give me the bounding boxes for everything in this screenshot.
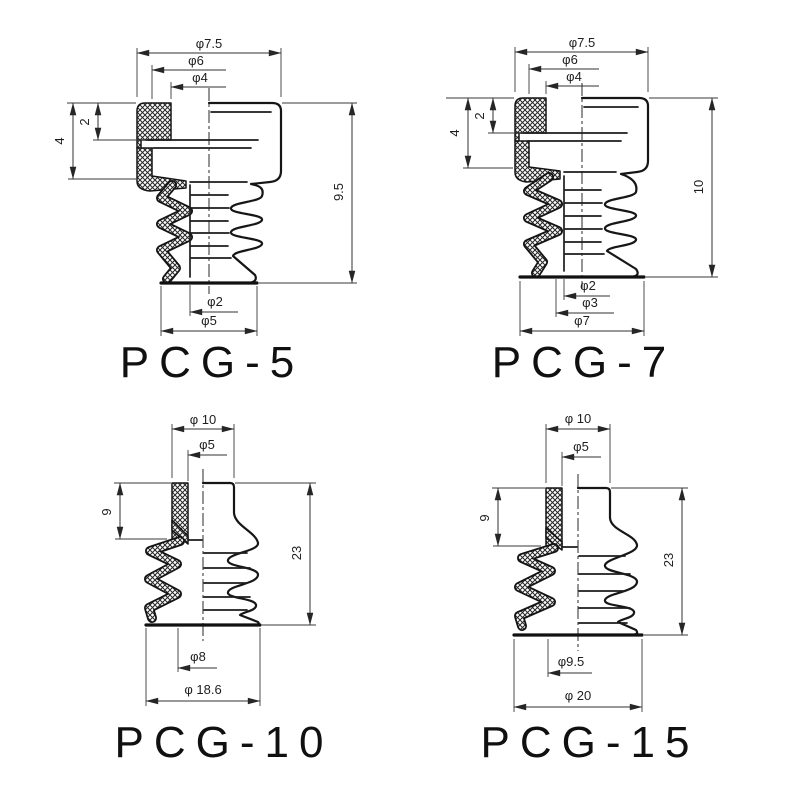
pcg7-part-outline <box>518 96 650 279</box>
panel-pcg-10: φ 10 φ5 9 23 φ8 φ 18.6 PCG-10 <box>99 412 334 767</box>
pcg7-section-hatch <box>514 97 563 278</box>
pcg10-dimension-lines <box>114 424 316 706</box>
pcg5-part-outline <box>159 101 283 285</box>
pcg15-dim-top-0: φ 10 <box>565 411 592 426</box>
pcg7-dim-height: 10 <box>691 180 706 194</box>
pcg7-dim-left-1: 4 <box>447 129 462 136</box>
pcg7-dim-left-0: 2 <box>472 112 487 119</box>
pcg10-dim-bottom-0: φ8 <box>190 649 206 664</box>
pcg10-dim-height: 23 <box>289 546 304 560</box>
pcg5-dim-bottom-1: φ5 <box>201 313 217 328</box>
pcg10-interior-lines <box>187 539 251 611</box>
pcg5-section-hatch <box>136 102 193 284</box>
pcg15-dim-bottom-0: φ9.5 <box>558 654 585 669</box>
pcg7-dim-bottom-0: φ2 <box>580 278 596 293</box>
pcg5-dim-left-0: 2 <box>77 118 92 125</box>
pcg10-dim-top-0: φ 10 <box>190 412 217 427</box>
pcg7-model-label: PCG-7 <box>492 338 676 387</box>
pcg15-section-hatch <box>514 487 563 631</box>
pcg5-dim-height: 9.5 <box>331 183 346 201</box>
panel-pcg-15: φ 10 φ5 9 23 φ9.5 φ 20 PCG-15 <box>477 411 700 767</box>
pcg15-dimension-lines <box>492 424 688 712</box>
pcg15-dim-bottom-1: φ 20 <box>565 688 592 703</box>
pcg7-dim-bottom-2: φ7 <box>574 313 590 328</box>
pcg15-part-outline <box>512 486 644 637</box>
pcg5-dim-top-2: φ4 <box>192 70 208 85</box>
pcg5-dim-top-1: φ6 <box>188 53 204 68</box>
pcg10-dim-top-1: φ5 <box>199 437 215 452</box>
pcg15-interior-lines <box>561 546 631 624</box>
pcg7-dim-top-2: φ4 <box>566 69 582 84</box>
pcg15-model-label: PCG-15 <box>481 718 700 767</box>
panel-pcg-5: φ7.5 φ6 φ4 2 4 9.5 φ2 φ5 PCG-5 <box>52 36 357 387</box>
pcg10-model-label: PCG-10 <box>115 718 334 767</box>
pcg5-model-label: PCG-5 <box>120 338 304 387</box>
pcg5-dim-left-1: 4 <box>52 137 67 144</box>
pcg7-interior-lines <box>520 106 639 272</box>
pcg5-dim-bottom-0: φ2 <box>207 294 223 309</box>
pcg10-dim-bottom-1: φ 18.6 <box>184 682 221 697</box>
pcg10-part-outline <box>144 481 262 627</box>
pcg15-dim-top-1: φ5 <box>573 439 589 454</box>
pcg10-section-hatch <box>144 482 189 623</box>
pcg5-interior-lines <box>145 111 272 278</box>
pcg7-dim-bottom-1: φ3 <box>582 295 598 310</box>
panel-pcg-7: φ7.5 φ6 φ4 2 4 10 φ2 φ3 φ7 PCG-7 <box>446 35 718 387</box>
pcg15-dim-height: 23 <box>661 553 676 567</box>
pcg7-dim-top-1: φ6 <box>562 52 578 67</box>
pcg7-dimension-lines <box>446 47 718 336</box>
pcg5-dimension-lines <box>67 48 357 336</box>
pcg10-dim-left-0: 9 <box>99 508 114 515</box>
pcg7-dim-top-0: φ7.5 <box>569 35 596 50</box>
pcg15-dim-left-0: 9 <box>477 514 492 521</box>
pcg5-dim-top-0: φ7.5 <box>196 36 223 51</box>
